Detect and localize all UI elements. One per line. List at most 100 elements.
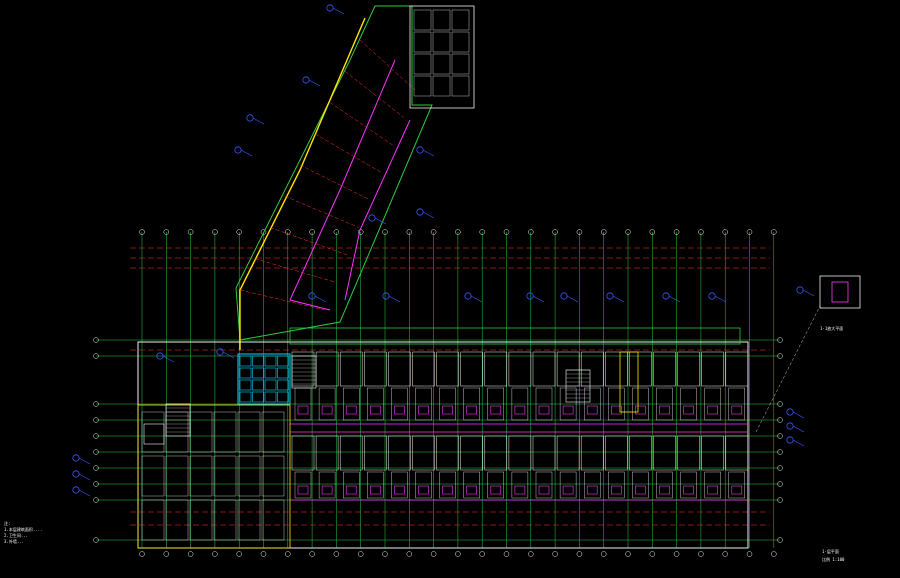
bath-cell (584, 387, 601, 421)
west-room (261, 411, 285, 453)
callout-leader (78, 457, 91, 465)
wing-grid-line (299, 164, 371, 201)
bath-cell (487, 387, 504, 421)
notes-line: 1.本层建筑面积.... (4, 526, 42, 532)
axis-bubble (777, 465, 783, 471)
fixture (418, 485, 429, 495)
bath-cell (656, 387, 673, 421)
axis-bubble (503, 551, 510, 557)
callout-bubble (662, 292, 670, 300)
fixture (466, 405, 478, 415)
axis-bubble (576, 551, 583, 557)
fixture (586, 485, 598, 495)
west-wing-block (137, 404, 291, 549)
bath-cell (559, 387, 577, 421)
bath-cell (728, 387, 745, 421)
wing-grid-line (314, 133, 382, 173)
axis-bubble (600, 229, 607, 235)
room-cell (629, 435, 652, 471)
bath-cell (463, 471, 480, 499)
bath-cell (367, 471, 384, 499)
elevator (143, 423, 165, 445)
west-room (189, 499, 213, 541)
room-cell (725, 435, 749, 471)
wing-unit (451, 53, 470, 75)
north-balcony (289, 327, 741, 345)
elevator-shaft (619, 351, 639, 413)
wing-wall (239, 17, 366, 350)
room-cells (141, 351, 749, 541)
room-cell (315, 435, 339, 471)
callout-bubble (72, 486, 80, 494)
bath-cell (680, 387, 697, 421)
room-cell (653, 351, 676, 387)
room-cell (653, 435, 676, 471)
axis-bubble (625, 229, 631, 235)
fixture (442, 405, 453, 415)
axis-bubble (163, 551, 170, 557)
room-cell (580, 435, 604, 471)
callout-bubble (526, 292, 534, 300)
room-cell (364, 351, 387, 387)
room-cell (460, 351, 483, 387)
wing-unit (432, 75, 451, 97)
callout-leader (332, 7, 345, 15)
stair-cell (239, 391, 252, 403)
inset-fixture (831, 281, 849, 303)
axis-bubble (406, 551, 413, 557)
axis-bubble (649, 551, 656, 557)
wing-unit (432, 53, 451, 75)
room-cell (436, 435, 459, 471)
fixture (683, 405, 694, 415)
fixture (538, 405, 550, 415)
diagonal-wing (235, 5, 475, 350)
room-cell (291, 435, 315, 471)
wing-grid-line (359, 39, 416, 91)
callout-leader (668, 295, 681, 303)
callout-leader (374, 217, 387, 225)
stair-cell (252, 355, 264, 367)
fixture (514, 485, 526, 495)
room-cell (508, 435, 532, 471)
stair-cell (252, 379, 264, 391)
axis-bubble (625, 551, 631, 557)
callout-leader (422, 211, 435, 219)
inset-leader (755, 305, 821, 433)
fixture (707, 485, 719, 495)
axis-bubble (212, 551, 218, 557)
bath-cell (608, 471, 625, 499)
bath-cell (535, 387, 553, 421)
fixture (659, 485, 670, 495)
callout-bubble (786, 408, 794, 416)
bath-cell (632, 387, 649, 421)
callout-leader (532, 295, 545, 303)
fixture (635, 485, 646, 495)
callout-bubble (72, 454, 80, 462)
fixture (707, 405, 719, 415)
fixture (562, 405, 574, 415)
notes-line: 2.卫生间... (4, 532, 28, 538)
wing-grid-line (284, 196, 359, 228)
bath-cell (535, 471, 553, 499)
axis-bubble (552, 229, 558, 235)
stair-cores (143, 351, 639, 445)
stair-cell (277, 355, 289, 367)
fixture (442, 485, 453, 495)
bath-cell (318, 387, 336, 421)
room-cell (484, 435, 508, 471)
bath-cell (608, 387, 625, 421)
callout-leader (422, 149, 435, 157)
axis-bubble (187, 551, 194, 557)
bath-cell (511, 471, 529, 499)
room-cell (388, 351, 411, 387)
callout-leader (252, 117, 265, 125)
room-cell (388, 435, 411, 471)
bath-cell (656, 471, 673, 499)
fixture (586, 405, 598, 415)
axis-bubble (187, 229, 194, 235)
west-room (189, 411, 213, 453)
west-room (141, 411, 165, 453)
wing-unit (413, 9, 432, 31)
legend-line: 比例 1:100 (822, 556, 845, 562)
